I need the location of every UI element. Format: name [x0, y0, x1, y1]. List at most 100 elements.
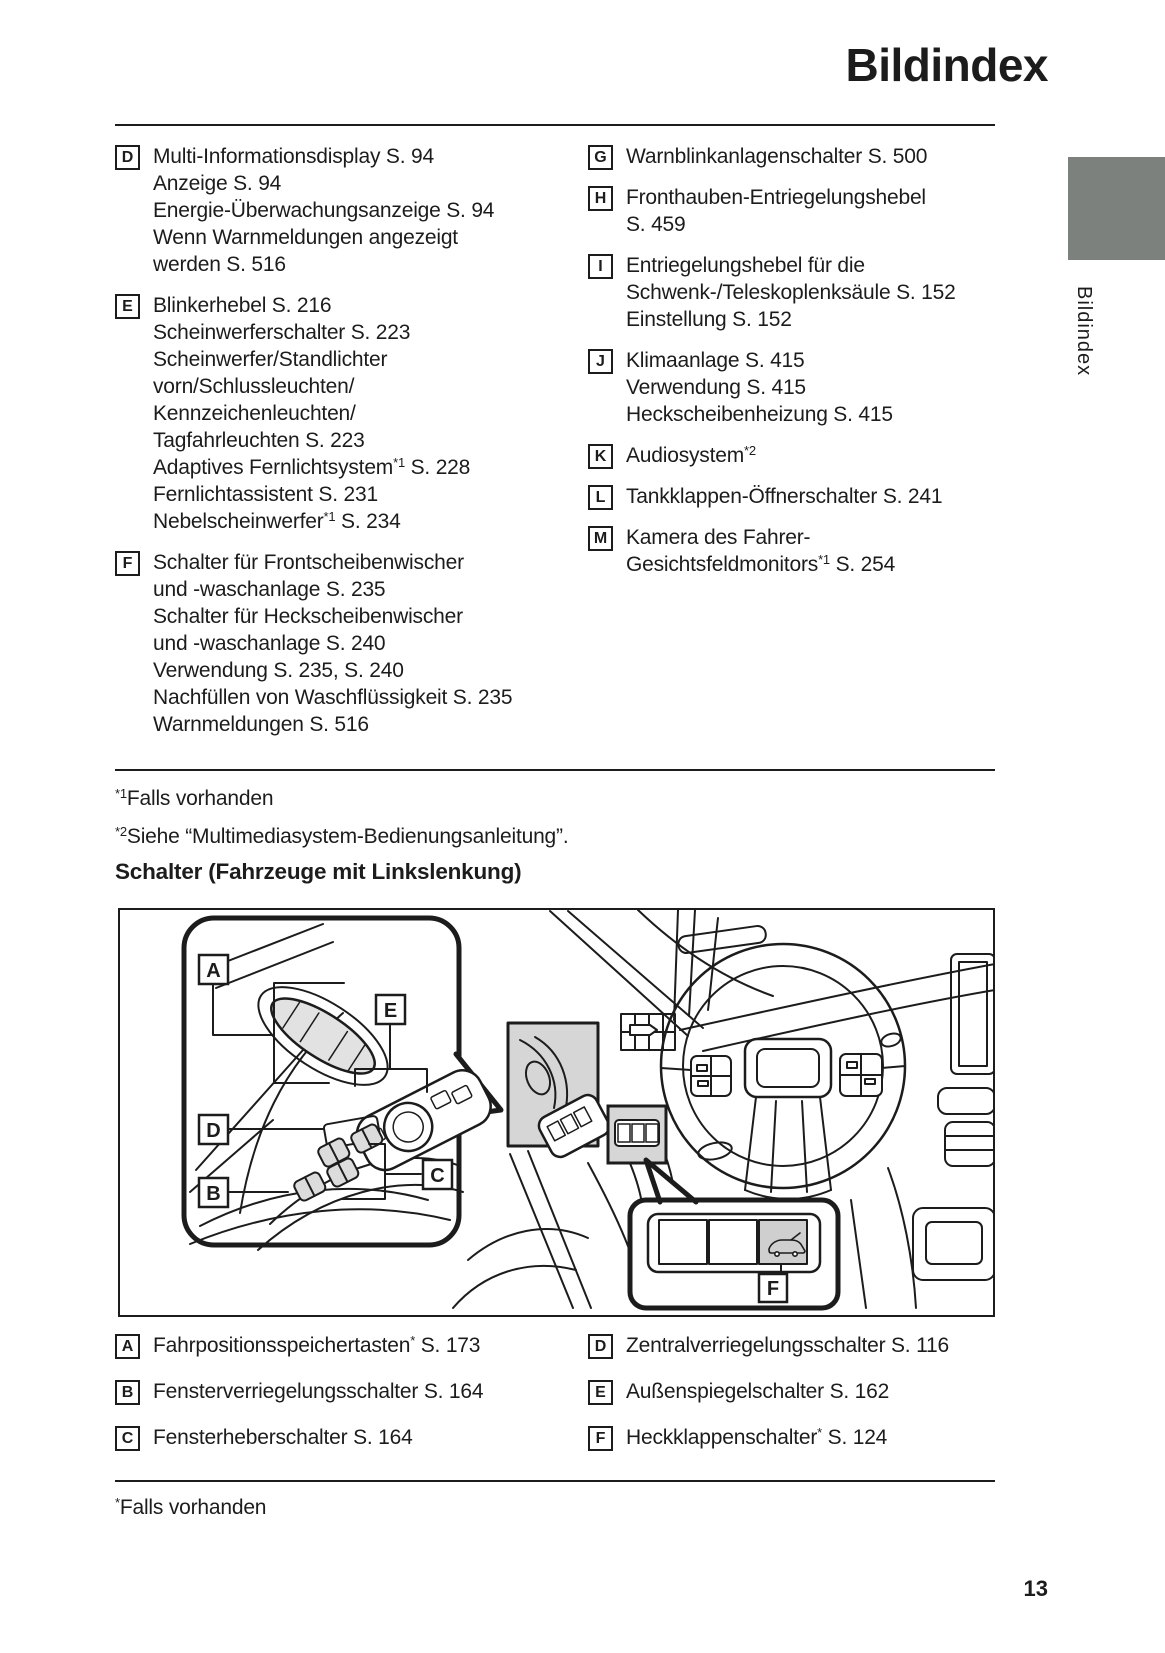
callout-key: E [588, 1380, 613, 1405]
index-item-lines: Schalter für Frontscheibenwischer und -wa… [153, 549, 513, 738]
switch-panel-highlight [606, 1104, 668, 1165]
index-line-text: Audiosystem [626, 444, 745, 467]
superscript-marker: *1 [115, 786, 127, 801]
index-line: Fahrpositionsspeichertasten* S. 173 [153, 1332, 480, 1359]
index-line-text: und -waschanlage S. 240 [153, 632, 386, 655]
index-item: F Schalter für Frontscheibenwischer und -w… [115, 549, 585, 738]
superscript-marker: * [410, 1333, 416, 1348]
callout-letter: B [206, 1183, 220, 1205]
callout-key: B [115, 1380, 140, 1405]
superscript-marker: *2 [744, 443, 756, 458]
index-item: G Warnblinkanlagenschalter S. 500 [588, 143, 1008, 170]
callout-key: K [588, 444, 613, 469]
footnote-bottom: *Falls vorhanden [115, 1496, 266, 1520]
index-line: und -waschanlage S. 235 [153, 576, 512, 603]
index-line-text: Schalter für Frontscheibenwischer [153, 551, 464, 574]
index-item-lines: Warnblinkanlagenschalter S. 500 [626, 143, 927, 170]
index-line-text: vorn/Schlussleuchten/ [153, 375, 355, 398]
index-line-text: Scheinwerferschalter S. 223 [153, 321, 411, 344]
header-rule [115, 124, 995, 126]
index-line-text: S. 173 [415, 1334, 481, 1357]
index-line: Zentralverriegelungsschalter S. 116 [626, 1332, 949, 1359]
callout-letter: A [206, 960, 220, 982]
index-line-text: und -waschanlage S. 235 [153, 578, 386, 601]
callout-box-E [374, 993, 407, 1026]
footnote-1: *1Falls vorhanden [115, 786, 274, 811]
callout-key: D [588, 1334, 613, 1359]
callout-key: I [588, 254, 613, 279]
index-line: werden S. 516 [153, 251, 494, 278]
index-line: Kamera des Fahrer- [626, 524, 895, 551]
index-line-text: Multi-Informationsdisplay S. 94 [153, 145, 434, 168]
index-line-text: Warnblinkanlagenschalter S. 500 [626, 145, 928, 168]
index-line-text: Fernlichtassistent S. 231 [153, 483, 378, 506]
diagram-callout-labels [197, 953, 789, 1304]
superscript-marker: *1 [323, 509, 336, 524]
index-line: Multi-Informationsdisplay S. 94 [153, 143, 494, 170]
callout-key: H [588, 186, 613, 211]
index-line: Verwendung S. 235, S. 240 [153, 657, 512, 684]
index-line: und -waschanlage S. 240 [153, 630, 512, 657]
superscript-marker: * [817, 1425, 822, 1440]
superscript-marker: *1 [818, 552, 830, 567]
index-line: S. 459 [626, 211, 926, 238]
index-item: K Audiosystem*2 [588, 442, 1008, 469]
door-switch-highlight [506, 1021, 611, 1159]
footnote-text: Falls vorhanden [119, 1496, 267, 1519]
index-line: Fernlichtassistent S. 231 [153, 481, 470, 508]
diagram-svg: A E D B C F [118, 908, 996, 1317]
callout-box-B [197, 1176, 230, 1209]
index-line-text: S. 228 [404, 456, 471, 479]
index-line: vorn/Schlussleuchten/ [153, 373, 470, 400]
callout-key: F [115, 551, 140, 576]
index-line: Scheinwerfer/Standlichter [153, 346, 470, 373]
callout-key: G [588, 145, 613, 170]
chapter-tab-label: Bildindex [1073, 286, 1095, 377]
index-line-text: Scheinwerfer/Standlichter [153, 348, 388, 371]
index-line-text: Blinkerhebel S. 216 [153, 294, 332, 317]
index-line: Anzeige S. 94 [153, 170, 494, 197]
index-line-text: Heckscheibenheizung S. 415 [626, 403, 893, 426]
callout-key: M [588, 526, 613, 551]
index-item: D Zentralverriegelungsschalter S. 116 [588, 1332, 1008, 1359]
index-line-text: S. 234 [335, 510, 401, 533]
callout-key: J [588, 349, 613, 374]
footnote-2: *2Siehe “Multimediasystem-Bedienungsanle… [115, 825, 569, 849]
index-line-text: Kennzeichenleuchten/ [153, 402, 356, 425]
index-line-text: Schalter für Heckscheibenwischer [153, 605, 463, 628]
index-line: Klimaanlage S. 415 [626, 347, 893, 374]
index-line-text: Fensterheberschalter S. 164 [153, 1426, 413, 1449]
index-item: M Kamera des Fahrer-Gesichtsfeldmonitors*… [588, 524, 1008, 578]
index-line-text: Wenn Warnmeldungen angezeigt [153, 226, 458, 249]
index-line: Kennzeichenleuchten/ [153, 400, 470, 427]
callout-box-D [197, 1113, 230, 1146]
footnote-text: Falls vorhanden [126, 787, 274, 810]
callout-key: D [115, 145, 140, 170]
index-line: Scheinwerferschalter S. 223 [153, 319, 470, 346]
tailgate-switch-icon [768, 1232, 806, 1257]
chapter-tab [1068, 157, 1165, 260]
index-line-text: Adaptives Fernlichtsystem [153, 456, 394, 479]
index-line: Warnmeldungen S. 516 [153, 711, 512, 738]
section-heading: Schalter (Fahrzeuge mit Linkslenkung) [115, 859, 522, 884]
callout-key: A [115, 1334, 140, 1359]
index-line-text: werden S. 516 [153, 253, 286, 276]
index-line-text: Außenspiegelschalter S. 162 [626, 1380, 890, 1403]
index-line: Gesichtsfeldmonitors*1 S. 254 [626, 551, 895, 578]
index-line: Wenn Warnmeldungen angezeigt [153, 224, 494, 251]
index-item-lines: Tankklappen-Öffnerschalter S. 241 [626, 483, 943, 510]
index-item: A Fahrpositionsspeichertasten* S. 173 [115, 1332, 585, 1359]
